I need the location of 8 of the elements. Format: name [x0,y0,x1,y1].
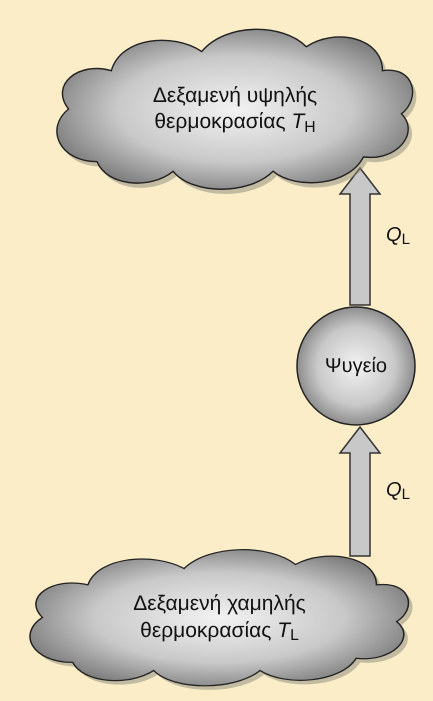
node-label: Δεξαμενή χαμηλής θερμοκρασίας T$_{L}$ [132,591,307,644]
edge-label: Q$_{L}$ [386,224,410,244]
node-label: Ψυγείο [324,354,388,378]
edge-label: Q$_{L}$ [386,480,410,500]
block-arrow [338,166,382,306]
refrigerator-circle [295,305,417,427]
block-arrow [338,426,382,557]
node-label: Δεξαμενή υψηλής θερμοκρασίας T$_{H}$ [152,82,318,136]
